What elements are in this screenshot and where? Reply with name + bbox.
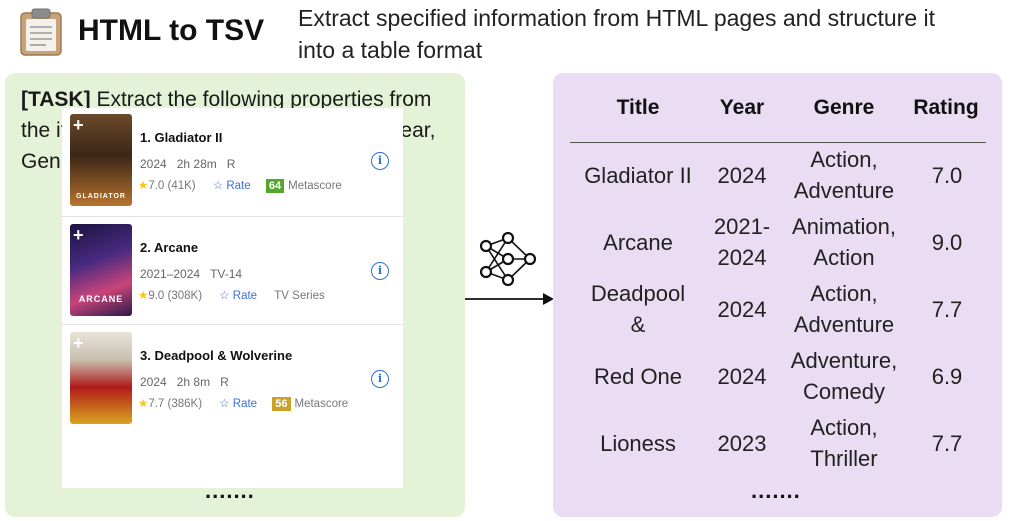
- cell-line: Action,: [810, 147, 878, 172]
- cell-line: &: [630, 312, 646, 337]
- cell-line: 2021-: [713, 214, 771, 239]
- cell-year: 2023: [706, 428, 778, 459]
- cell-year: 2024: [706, 160, 778, 191]
- list-item: + GLADIATOR 1. Gladiator II 2024 2h 28m …: [62, 108, 403, 212]
- list-item: + ARCANE 2. Arcane 2021–2024 TV-14 ★9.0 …: [62, 218, 403, 322]
- cell-line: 2024: [717, 296, 767, 322]
- cell-title: Red One: [572, 361, 704, 392]
- type-label: TV Series: [274, 290, 325, 302]
- task-tag: [TASK]: [21, 88, 91, 111]
- cell-genre: Action, Thriller: [782, 412, 906, 474]
- cell-title: Lioness: [572, 428, 704, 459]
- cell-line: Deadpool: [590, 281, 686, 306]
- cell-line: Thriller: [810, 446, 878, 471]
- divider: [62, 216, 403, 217]
- poster-image: + ARCANE: [70, 224, 132, 316]
- clipboard-icon: [20, 8, 62, 56]
- item-meta: 2024 2h 8m R: [140, 375, 229, 389]
- cell-line: Action: [813, 245, 875, 270]
- metascore-badge: 56: [272, 397, 291, 411]
- more-rows-ellipsis: .......: [751, 478, 801, 503]
- cell-line: Red One: [593, 363, 683, 389]
- cell-line: 2024: [717, 363, 767, 389]
- page-title: HTML to TSV: [78, 14, 265, 47]
- item-meta: 2021–2024 TV-14: [140, 267, 243, 281]
- star-icon: ★: [138, 398, 149, 410]
- cell-genre: Adventure, Comedy: [782, 345, 906, 407]
- column-header-title: Title: [616, 96, 660, 119]
- column-header-rating: Rating: [913, 96, 979, 119]
- cell-title: Deadpool &: [572, 278, 704, 340]
- page-subtitle: Extract specified information from HTML …: [298, 5, 936, 63]
- star-icon: ★: [138, 290, 149, 302]
- cell-rating: 7.7: [906, 294, 988, 325]
- cell-line: Arcane: [603, 229, 673, 255]
- cell-line: Lioness: [600, 430, 676, 456]
- cell-line: Adventure: [793, 312, 895, 337]
- cell-year: 2024: [706, 361, 778, 392]
- cell-title: Arcane: [572, 227, 704, 258]
- neural-network-icon: [479, 232, 537, 286]
- poster-image: + GLADIATOR: [70, 114, 132, 206]
- cell-genre: Action, Adventure: [782, 278, 906, 340]
- cell-rating: 7.0: [906, 160, 988, 191]
- cell-title: Gladiator II: [572, 160, 704, 191]
- column-header-year: Year: [719, 96, 765, 119]
- add-watchlist-icon[interactable]: +: [73, 115, 84, 135]
- cell-line: Gladiator II: [584, 162, 692, 188]
- poster-caption: GLADIATOR: [76, 193, 126, 200]
- cell-line: Action,: [810, 281, 878, 306]
- cell-line: Action,: [810, 415, 878, 440]
- output-table-panel: [553, 73, 1002, 517]
- cell-line: 6.9: [931, 363, 963, 389]
- info-icon[interactable]: i: [371, 370, 389, 388]
- rate-button[interactable]: ☆ Rate: [219, 398, 258, 410]
- more-items-ellipsis: .......: [205, 478, 255, 503]
- cell-line: 9.0: [931, 229, 963, 255]
- info-icon[interactable]: i: [371, 152, 389, 170]
- cell-line: 7.0: [931, 162, 963, 188]
- info-icon[interactable]: i: [371, 262, 389, 280]
- item-title[interactable]: 3. Deadpool & Wolverine: [140, 348, 293, 363]
- cell-line: Adventure: [793, 178, 895, 203]
- item-rating-row: ★9.0 (308K) ☆ Rate TV Series: [138, 290, 325, 302]
- list-item: + 3. Deadpool & Wolverine 2024 2h 8m R ★…: [62, 326, 403, 430]
- cell-line: 2024: [717, 162, 767, 188]
- divider: [62, 324, 403, 325]
- item-title[interactable]: 1. Gladiator II: [140, 130, 223, 145]
- cell-line: Adventure,: [790, 348, 898, 373]
- cell-genre: Animation, Action: [782, 211, 906, 273]
- column-header-genre: Genre: [813, 96, 875, 119]
- add-watchlist-icon[interactable]: +: [73, 225, 84, 245]
- cell-rating: 9.0: [906, 227, 988, 258]
- cell-year: 2024: [706, 294, 778, 325]
- star-icon: ★: [138, 180, 149, 192]
- cell-line: 2023: [717, 430, 767, 456]
- item-meta: 2024 2h 28m R: [140, 157, 236, 171]
- header-rule: [570, 142, 986, 143]
- cell-line: 7.7: [931, 296, 963, 322]
- rate-button[interactable]: ☆ Rate: [219, 290, 258, 302]
- webpage-screenshot: + GLADIATOR 1. Gladiator II 2024 2h 28m …: [62, 108, 403, 488]
- cell-line: Comedy: [803, 379, 885, 404]
- item-title[interactable]: 2. Arcane: [140, 240, 199, 255]
- arrow-right-icon: [465, 293, 554, 305]
- rate-button[interactable]: ☆ Rate: [212, 180, 251, 192]
- poster-caption: ARCANE: [78, 294, 124, 304]
- poster-image: +: [70, 332, 132, 424]
- cell-line: 2024: [717, 245, 767, 270]
- cell-line: Animation,: [792, 214, 896, 239]
- add-watchlist-icon[interactable]: +: [73, 333, 84, 353]
- cell-genre: Action, Adventure: [782, 144, 906, 206]
- cell-rating: 7.7: [906, 428, 988, 459]
- cell-year: 2021- 2024: [706, 211, 778, 273]
- metascore-badge: 64: [265, 179, 285, 193]
- cell-line: 7.7: [931, 430, 963, 456]
- cell-rating: 6.9: [906, 361, 988, 392]
